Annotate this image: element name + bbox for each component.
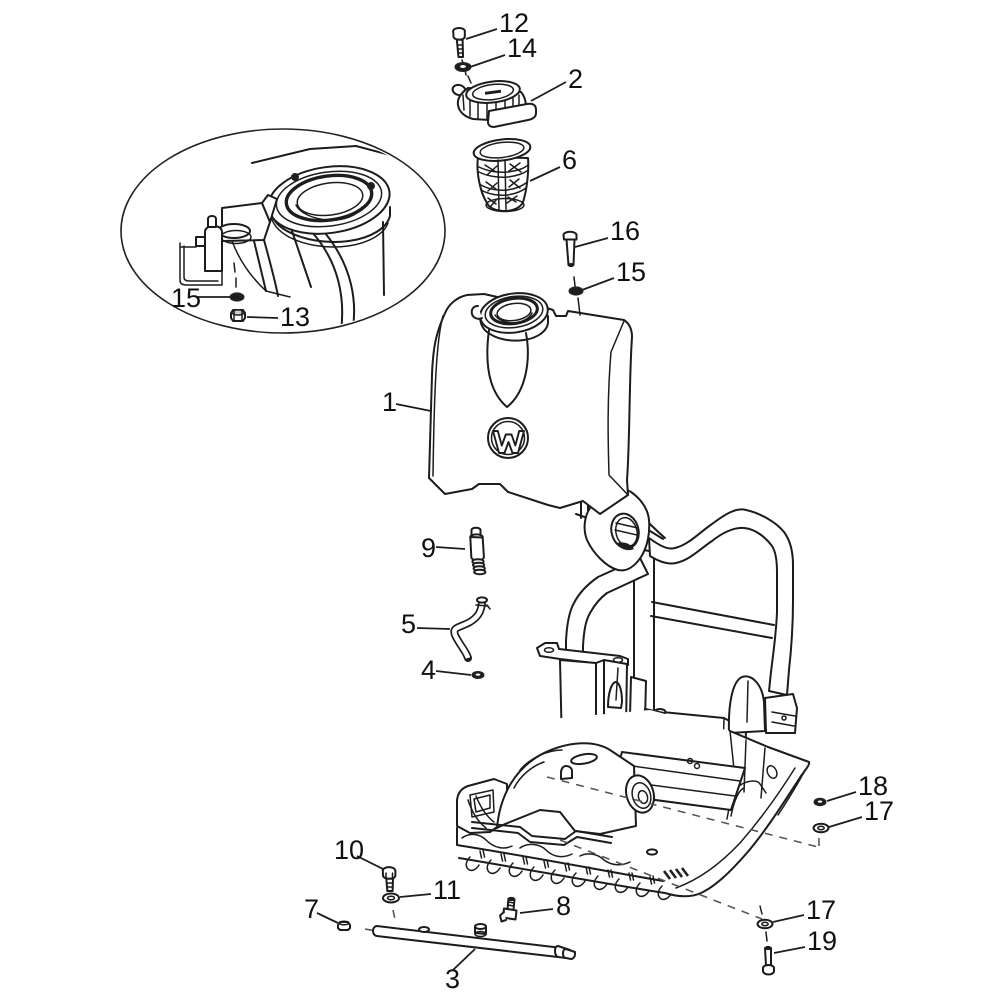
svg-text:2: 2	[568, 64, 583, 94]
svg-text:15: 15	[616, 257, 646, 287]
svg-text:4: 4	[421, 655, 436, 685]
svg-text:18: 18	[858, 771, 888, 801]
svg-text:1: 1	[382, 387, 397, 417]
svg-text:17: 17	[864, 796, 894, 826]
svg-text:14: 14	[507, 33, 537, 63]
svg-text:12: 12	[499, 8, 529, 38]
svg-text:9: 9	[421, 533, 436, 563]
svg-text:3: 3	[445, 964, 460, 994]
svg-text:5: 5	[401, 609, 416, 639]
svg-text:13: 13	[280, 302, 310, 332]
svg-text:17: 17	[806, 895, 836, 925]
svg-text:16: 16	[610, 216, 640, 246]
svg-text:11: 11	[433, 875, 461, 905]
svg-text:8: 8	[556, 891, 571, 921]
svg-text:19: 19	[807, 926, 837, 956]
svg-text:15: 15	[171, 283, 201, 313]
svg-text:7: 7	[304, 894, 319, 924]
svg-text:6: 6	[562, 145, 577, 175]
svg-text:10: 10	[334, 835, 364, 865]
